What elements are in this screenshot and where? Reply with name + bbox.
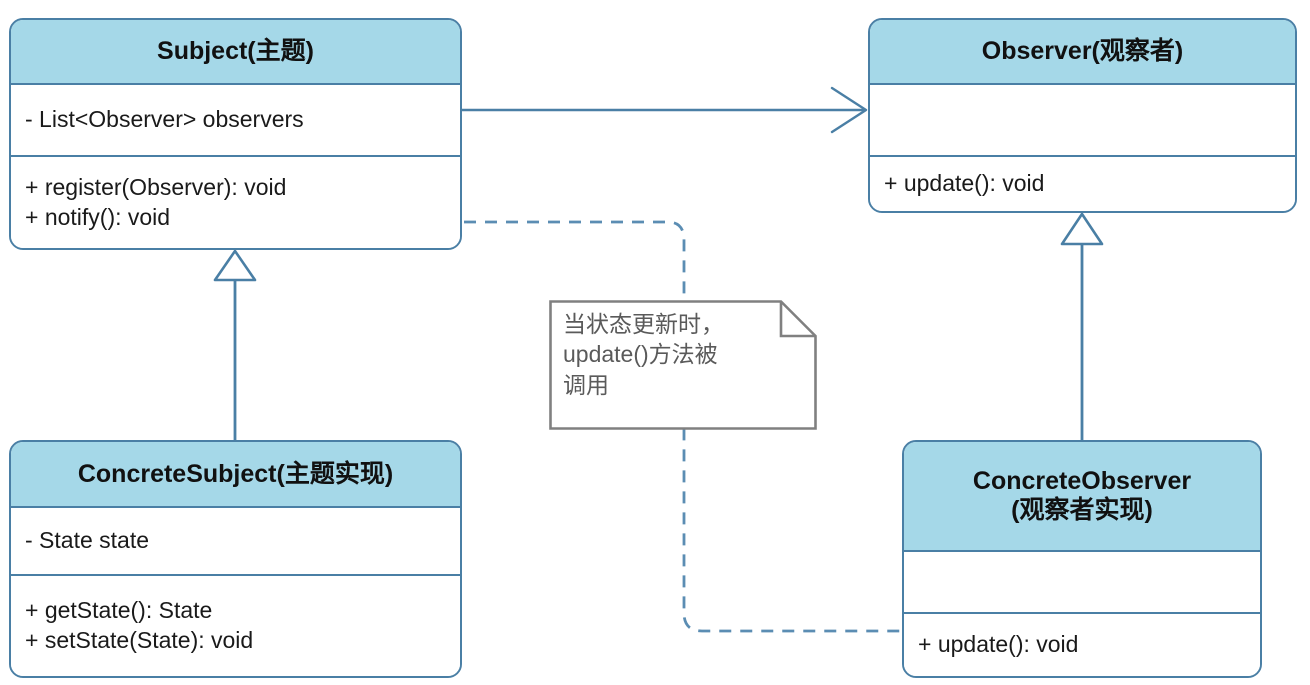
method-row: + setState(State): void (25, 627, 254, 653)
attributes-compartment-observer (870, 85, 1295, 157)
methods-compartment-concrete-subject: + getState(): State + setState(State): v… (11, 576, 460, 676)
attribute-row: - State state (25, 527, 150, 554)
class-title-concrete-subject: ConcreteSubject(主题实现) (11, 442, 460, 508)
class-box-concrete-subject[interactable]: ConcreteSubject(主题实现) - State state + ge… (9, 440, 462, 678)
method-row: + register(Observer): void (25, 173, 287, 200)
methods-compartment-subject: + register(Observer): void + notify(): v… (11, 157, 460, 248)
note-text: 当状态更新时， update()方法被 调用 (563, 311, 724, 398)
method-row: + update(): void (918, 631, 1079, 658)
generalization-concreteobserver-to-observer (1060, 212, 1104, 440)
class-title-line-2: (观察者实现) (1011, 496, 1153, 524)
class-box-observer[interactable]: Observer(观察者) + update(): void (868, 18, 1297, 213)
class-title-observer: Observer(观察者) (870, 20, 1295, 85)
class-title-line-1: ConcreteObserver (972, 467, 1192, 496)
method-row: + getState(): State (25, 597, 213, 624)
association-subject-to-observer (462, 86, 868, 134)
hollow-triangle-icon (1060, 212, 1104, 246)
methods-compartment-observer: + update(): void (870, 157, 1295, 211)
class-title-subject: Subject(主题) (11, 20, 460, 85)
method-row: + update(): void (884, 170, 1045, 197)
methods-compartment-concrete-observer: + update(): void (904, 614, 1260, 676)
attributes-compartment-concrete-observer (904, 552, 1260, 614)
hollow-triangle-icon (213, 249, 257, 282)
attributes-compartment-concrete-subject: - State state (11, 508, 460, 576)
attributes-compartment-subject: - List<Observer> observers (11, 85, 460, 157)
class-box-subject[interactable]: Subject(主题) - List<Observer> observers +… (9, 18, 462, 250)
method-row: + notify(): void (25, 203, 171, 230)
open-arrowhead-icon (830, 86, 868, 134)
class-title-concrete-observer: ConcreteObserver (观察者实现) (904, 442, 1260, 552)
generalization-concretesubject-to-subject (213, 249, 257, 440)
note-box[interactable]: 当状态更新时， update()方法被 调用 (549, 300, 817, 430)
attribute-row: - List<Observer> observers (25, 106, 304, 133)
class-box-concrete-observer[interactable]: ConcreteObserver (观察者实现) + update(): voi… (902, 440, 1262, 678)
